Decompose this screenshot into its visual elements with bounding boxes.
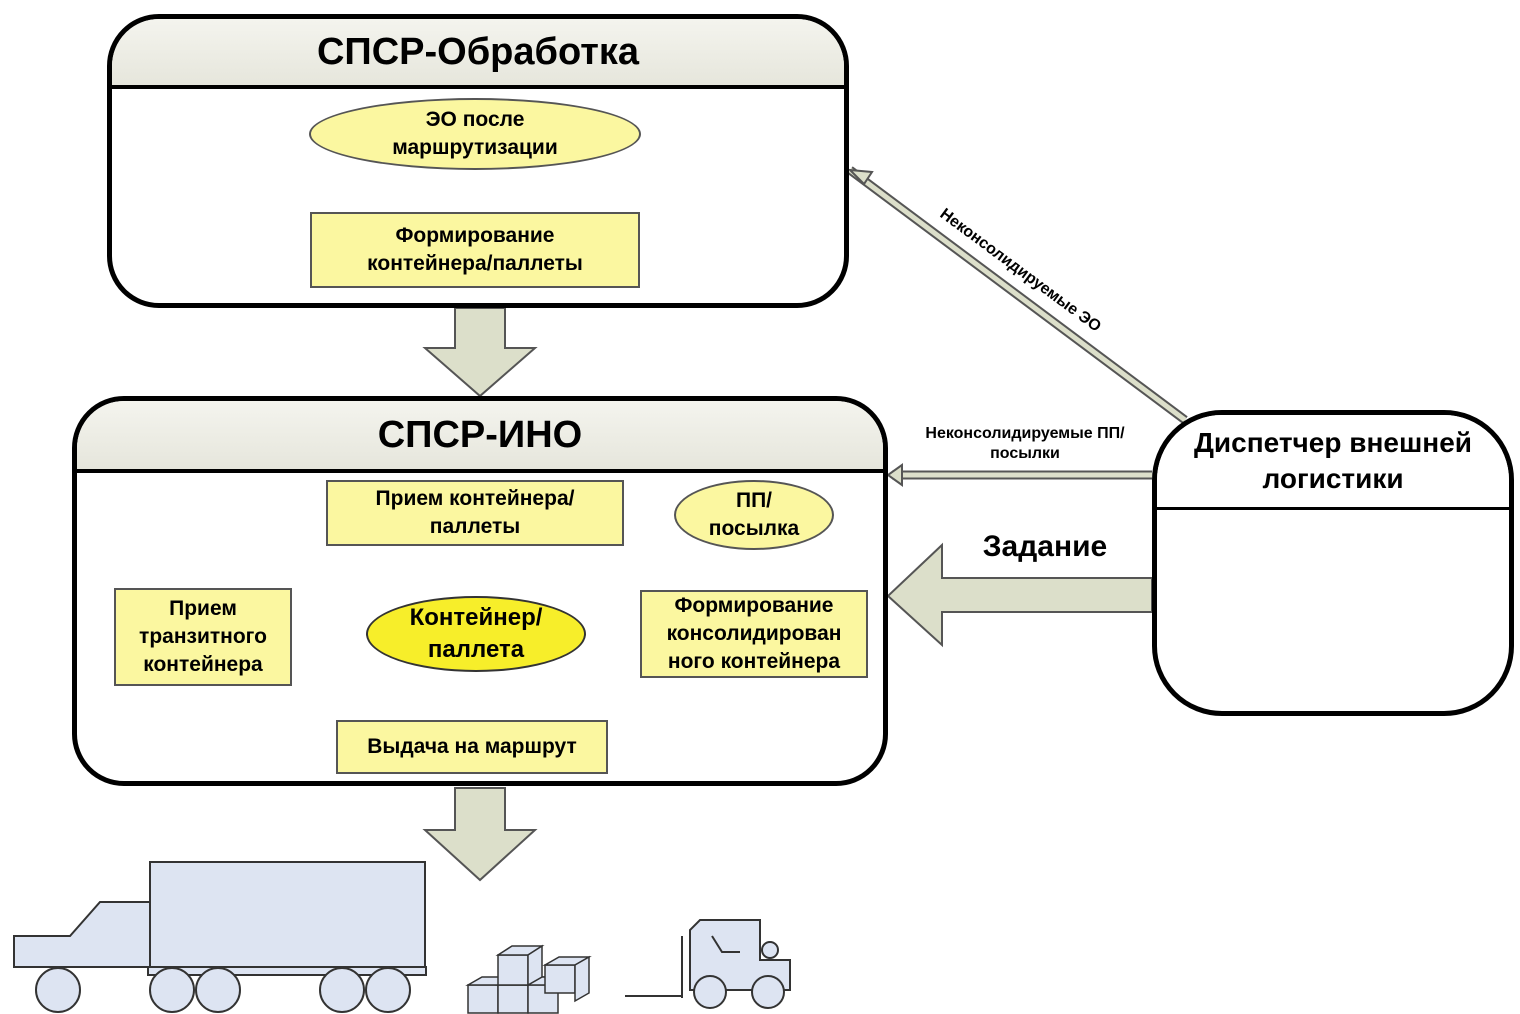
flow-arrow-ino-to-transport (422, 787, 538, 882)
container-pallet-label: Контейнер/ паллета (409, 604, 543, 663)
forklift-icon (625, 919, 791, 1009)
form-consolidated-label: Формирование консолидирован ного контейн… (666, 594, 842, 673)
unconsolidated-pp-text: Неконсолидируемые ПП/посылки (925, 425, 1125, 462)
panel-dispatcher-title: Диспетчер внешней логистики (1157, 415, 1509, 510)
eo-after-routing-node: ЭО после маршрутизации (309, 98, 641, 170)
task-arrow (886, 542, 1153, 648)
task-text: Задание (982, 530, 1108, 563)
eo-after-routing-label: ЭО после маршрутизации (392, 108, 558, 159)
unconsolidated-pp-label: Неконсолидируемые ПП/посылки (905, 424, 1145, 464)
form-container-label: Формирование контейнера/паллеты (367, 224, 583, 275)
panel-processing-title: СПСР-Обработка (112, 19, 844, 89)
panel-dispatcher-title-text: Диспетчер внешней логистики (1193, 427, 1472, 494)
truck-icon (13, 861, 427, 1013)
task-label: Задание (955, 530, 1135, 564)
panel-ino-title-text: СПСР-ИНО (377, 413, 583, 456)
panel-processing-title-text: СПСР-Обработка (316, 30, 640, 73)
receive-transit-label: Прием транзитного контейнера (139, 597, 267, 676)
form-container-node: Формирование контейнера/паллеты (310, 212, 640, 288)
pp-parcel-node: ПП/ посылка (674, 480, 834, 550)
dispatch-route-label: Выдача на маршрут (367, 735, 577, 758)
receive-transit-node: Прием транзитного контейнера (114, 588, 292, 686)
pp-parcel-label: ПП/ посылка (708, 489, 800, 540)
form-consolidated-node: Формирование консолидирован ного контейн… (640, 590, 868, 678)
receive-container-label: Прием контейнера/паллеты (375, 487, 575, 538)
panel-dispatcher: Диспетчер внешней логистики (1152, 410, 1514, 716)
flow-arrow-processing-to-ino (422, 307, 538, 398)
crates-icon (465, 944, 592, 1014)
container-pallet-node: Контейнер/ паллета (366, 596, 586, 672)
receive-container-node: Прием контейнера/паллеты (326, 480, 624, 546)
panel-ino-title: СПСР-ИНО (77, 401, 883, 473)
dispatch-route-node: Выдача на маршрут (336, 720, 608, 774)
